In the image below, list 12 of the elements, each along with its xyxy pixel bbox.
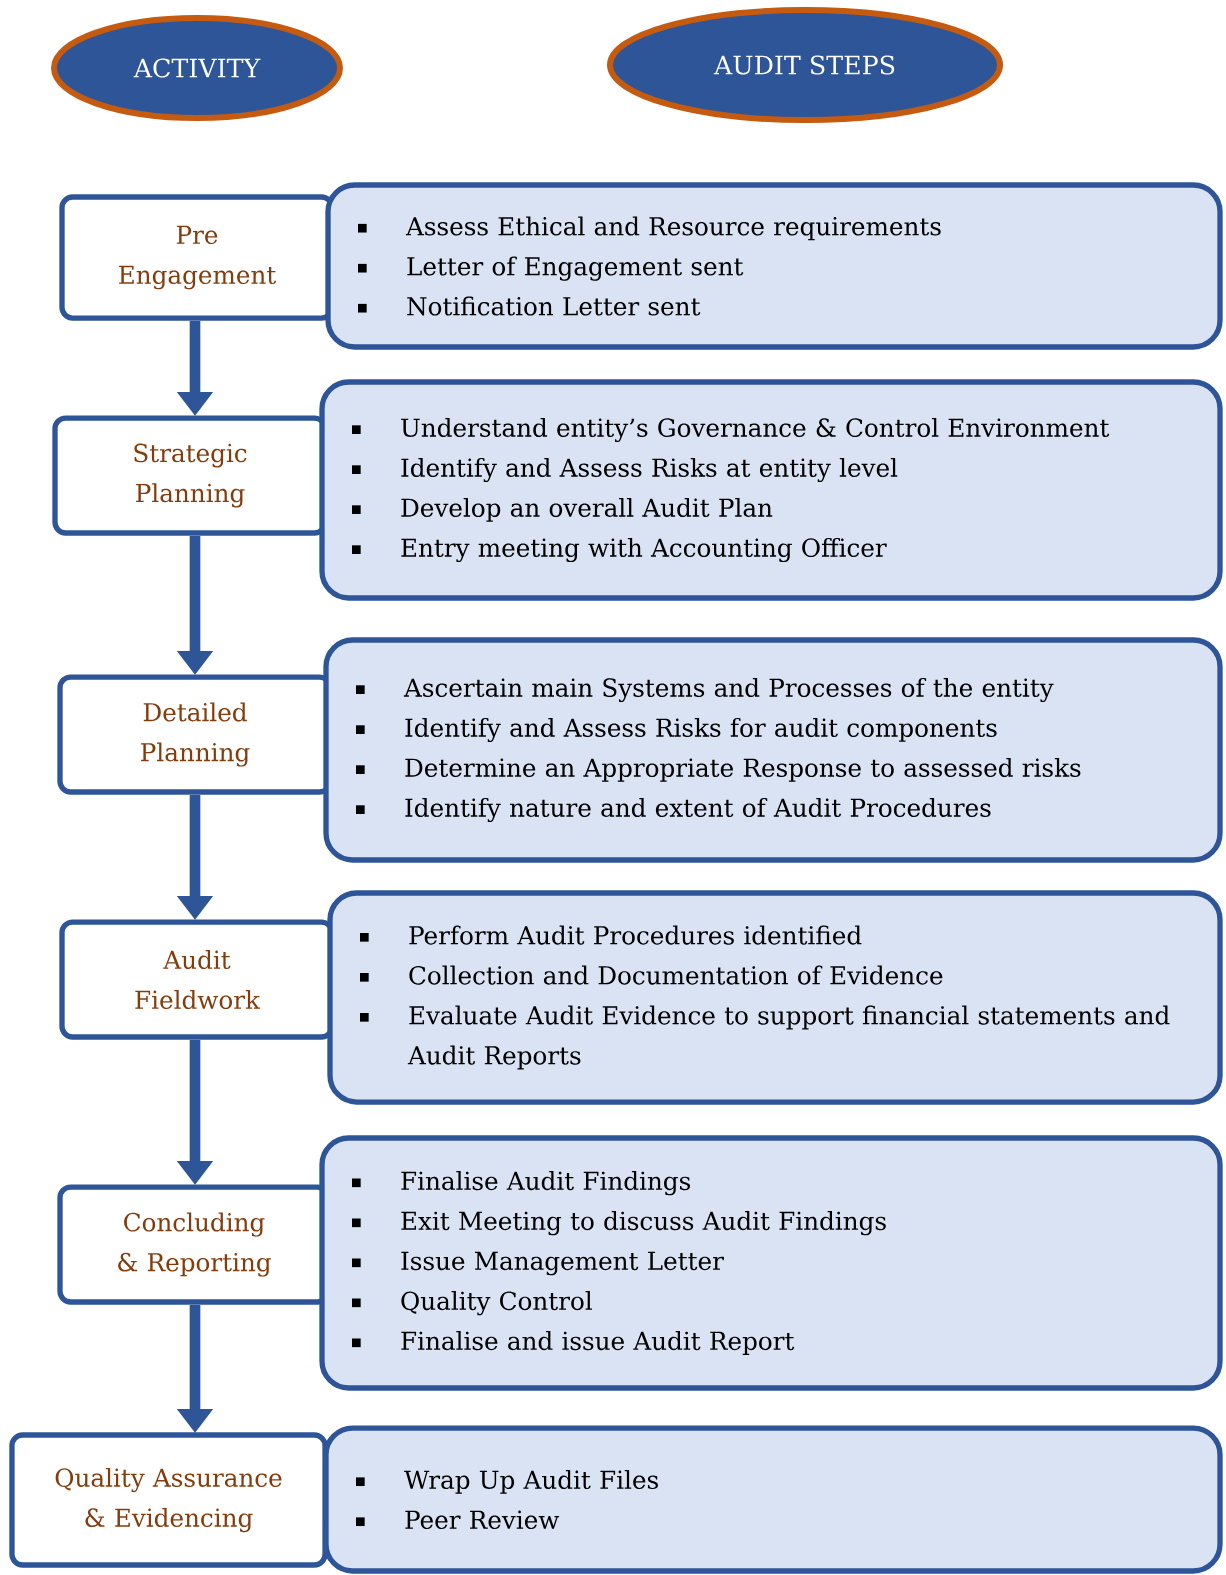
steps-box: Perform Audit Procedures identified Collection and Documentation of Evidence Evaluate Audit Evidence to support financial statements and Audit Reports: [327, 890, 1223, 1105]
steps-box: Ascertain main Systems and Processes of the entity Identify and Assess Risks for audit components Determine an Appropriate Response to assessed risks Identify nature and extent of Audit Procedures: [323, 637, 1223, 863]
steps-box: Assess Ethical and Resource requirements Letter of Engagement sent Notification Letter sent: [325, 182, 1223, 350]
activity-box: Quality Assurance & Evidencing: [9, 1432, 328, 1568]
steps-box: Understand entity’s Governance & Control Environment Identify and Assess Risks at entity level Develop an overall Audit Plan Entry meeting with Accounting Officer: [319, 379, 1223, 601]
activity-box: Pre Engagement: [59, 194, 335, 321]
activity-box: Audit Fieldwork: [59, 919, 335, 1040]
activity-box: Detailed Planning: [57, 674, 333, 795]
steps-box: Wrap Up Audit Files Peer Review: [323, 1425, 1223, 1574]
activity-box: Concluding & Reporting: [57, 1184, 331, 1305]
activity-box: Strategic Planning: [52, 415, 328, 536]
steps-box: Finalise Audit Findings Exit Meeting to discuss Audit Findings Issue Management Letter Quality Control Finalise and issue Audit Report: [319, 1135, 1223, 1391]
